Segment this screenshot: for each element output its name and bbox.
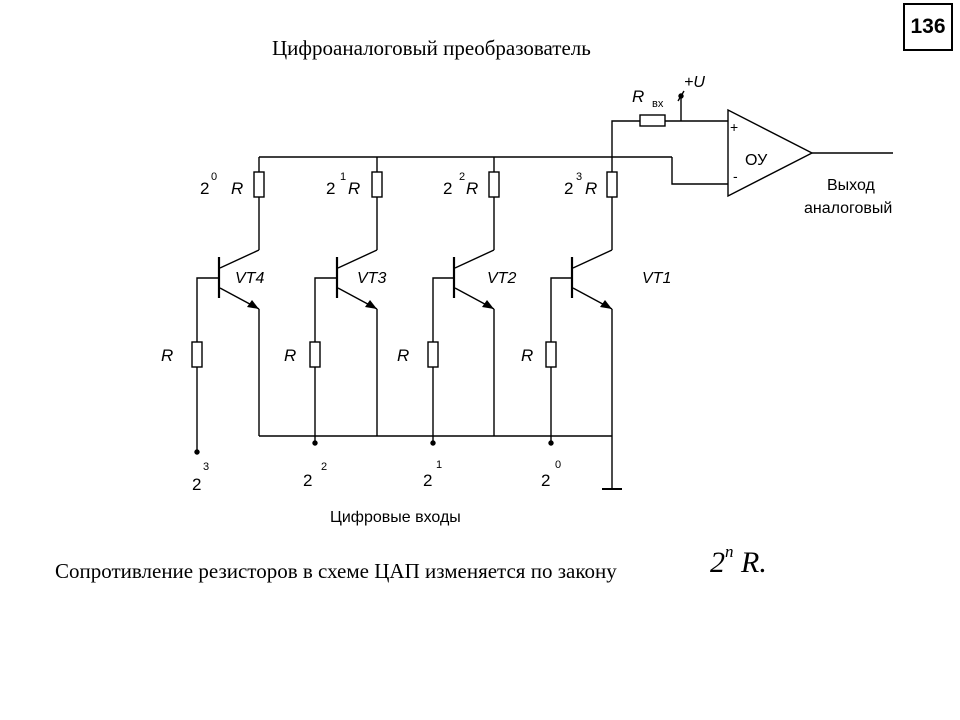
digital-inputs-caption: Цифровые входы	[330, 509, 461, 526]
transistor-label: VT1	[642, 270, 671, 287]
base-resistor	[191, 341, 203, 368]
resistor-weight-base: 2	[326, 179, 335, 198]
transistor-label: VT2	[487, 270, 516, 287]
law-text: Сопротивление резисторов в схеме ЦАП изм…	[55, 559, 617, 583]
supply-tick	[677, 90, 685, 102]
digital-input-terminal	[312, 440, 318, 446]
resistor-r-label: R	[348, 179, 360, 198]
emitter-arrow-vt4	[247, 300, 259, 309]
base-resistor-label: R	[397, 346, 409, 365]
output-label-line1: Выход	[827, 177, 876, 194]
slide-number-badge: 136	[903, 3, 953, 51]
r-in-subscript: вх	[652, 98, 664, 110]
resistor-weight-exp: 0	[211, 171, 217, 183]
output-label-line2: аналоговый	[804, 200, 892, 217]
formula-base: 2	[710, 546, 725, 579]
input-weight-exp: 2	[321, 461, 327, 473]
opamp-minus-sign: -	[733, 168, 738, 184]
input-weight-exp: 0	[555, 459, 561, 471]
digital-input-terminal	[548, 440, 554, 446]
resistor-r-label: R	[231, 179, 243, 198]
collector-resistor	[606, 171, 618, 198]
r-in-resistor	[639, 114, 666, 127]
minus-input-wire	[671, 157, 728, 185]
formula: 2n R.	[710, 542, 767, 580]
base-resistor-label: R	[284, 346, 296, 365]
opamp-plus-sign: +	[730, 119, 738, 135]
input-weight-base: 2	[423, 471, 432, 490]
supply-label: +U	[684, 74, 705, 91]
stage-vt2	[427, 157, 500, 446]
collector-resistor	[488, 171, 500, 198]
input-weight-base: 2	[192, 475, 201, 494]
opamp-triangle	[727, 108, 814, 198]
base-resistor	[545, 341, 557, 368]
resistor-weight-base: 2	[200, 179, 209, 198]
emitter-arrow-vt1	[600, 300, 612, 309]
input-weight-base: 2	[541, 471, 550, 490]
plus-input-wire-left	[611, 120, 640, 157]
base-resistor-label: R	[521, 346, 533, 365]
digital-input-terminal	[194, 449, 200, 455]
emitter-arrow-vt2	[482, 300, 494, 309]
base-resistor	[427, 341, 439, 368]
collector-resistor	[253, 171, 265, 198]
emitter-arrow-vt3	[365, 300, 377, 309]
input-weight-exp: 1	[436, 459, 442, 471]
stage-vt3	[309, 157, 383, 446]
formula-exponent: n	[725, 542, 734, 561]
digital-input-terminal	[430, 440, 436, 446]
stage-vt1	[545, 157, 618, 446]
transistor-label: VT3	[357, 270, 386, 287]
opamp-label: ОУ	[745, 152, 768, 169]
resistor-weight-exp: 1	[340, 171, 346, 183]
resistor-r-label: R	[585, 179, 597, 198]
resistor-weight-exp: 2	[459, 171, 465, 183]
transistor-label: VT4	[235, 270, 264, 287]
input-weight-exp: 3	[203, 461, 209, 473]
r-in-label: R	[632, 87, 644, 106]
input-weight-base: 2	[303, 471, 312, 490]
resistor-r-label: R	[466, 179, 478, 198]
resistor-weight-base: 2	[443, 179, 452, 198]
collector-resistor	[371, 171, 383, 198]
slide-title-text: Цифроаналоговый преобразователь	[272, 36, 591, 60]
base-resistor	[309, 341, 321, 368]
resistor-weight-base: 2	[564, 179, 573, 198]
base-resistor-label: R	[161, 346, 173, 365]
formula-tail: R.	[733, 546, 767, 579]
resistor-weight-exp: 3	[576, 171, 582, 183]
